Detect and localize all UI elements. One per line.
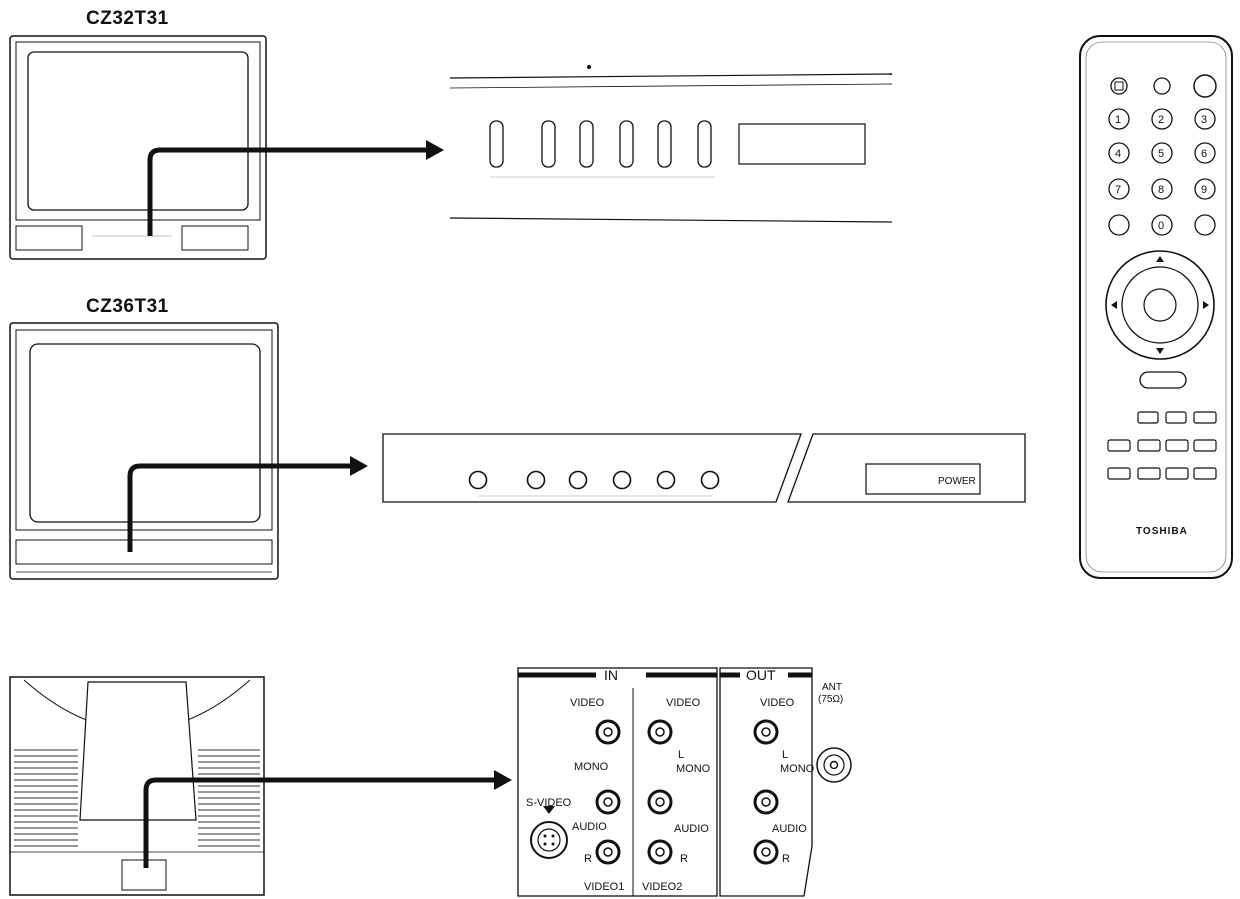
mono-label-in2: MONO: [676, 763, 711, 775]
control-panel-cz32t31: [449, 65, 893, 223]
jack-panel: IN OUT VIDEO VIDEO VIDEO MONO L MONO L M…: [517, 667, 815, 897]
mono-label-out: MONO: [780, 763, 815, 775]
remote-key-6: 6: [1201, 148, 1207, 160]
l-label-out: L: [782, 749, 788, 761]
model-label-cz36t31: CZ36T31: [86, 296, 169, 317]
r-label-out: R: [782, 853, 790, 865]
antenna-jack: ANT (75Ω): [816, 682, 852, 783]
arrow-front-panel-32: [147, 140, 444, 236]
remote-brand: TOSHIBA: [1136, 526, 1188, 537]
arrow-front-panel-36: [127, 456, 368, 552]
l-label-in2: L: [678, 749, 684, 761]
mono-label-in1: MONO: [574, 761, 609, 773]
remote-key-7: 7: [1115, 184, 1121, 196]
ant-label: ANT: [822, 682, 842, 693]
video-label-in1: VIDEO: [570, 697, 605, 709]
svideo-label: S-VIDEO: [526, 797, 572, 809]
model-label-cz32t31: CZ32T31: [86, 8, 169, 29]
r-label-in1: R: [584, 853, 592, 865]
video-label-out: VIDEO: [760, 697, 795, 709]
r-label-in2: R: [680, 853, 688, 865]
remote-key-4: 4: [1115, 148, 1121, 160]
power-label: POWER: [938, 476, 976, 487]
remote-key-9: 9: [1201, 184, 1207, 196]
video2-label: VIDEO2: [642, 881, 682, 893]
remote-control: 1 2 3 4 5 6 7 8 9 0: [1079, 35, 1233, 579]
control-panel-cz36t31: POWER: [382, 433, 1026, 503]
rca-jack-icon: [595, 719, 779, 865]
remote-key-2: 2: [1158, 114, 1164, 126]
audio-label-in2: AUDIO: [674, 823, 709, 835]
tv-back: [9, 676, 265, 896]
tv-front-cz32t31: [9, 35, 267, 260]
video1-label: VIDEO1: [584, 881, 624, 893]
remote-key-3: 3: [1201, 114, 1207, 126]
out-header: OUT: [746, 667, 776, 683]
arrow-jack-panel: [143, 770, 512, 868]
remote-key-8: 8: [1158, 184, 1164, 196]
tv-front-cz36t31: [9, 322, 279, 580]
ant-ohm-label: (75Ω): [818, 694, 843, 705]
audio-label-in1: AUDIO: [572, 821, 607, 833]
video-label-in2: VIDEO: [666, 697, 701, 709]
audio-label-out: AUDIO: [772, 823, 807, 835]
dpad-center-icon: [1143, 288, 1177, 322]
remote-key-0: 0: [1158, 220, 1164, 232]
remote-key-1: 1: [1115, 114, 1121, 126]
svideo-jack-icon: [530, 821, 568, 859]
remote-key-5: 5: [1158, 148, 1164, 160]
in-header: IN: [604, 667, 618, 683]
